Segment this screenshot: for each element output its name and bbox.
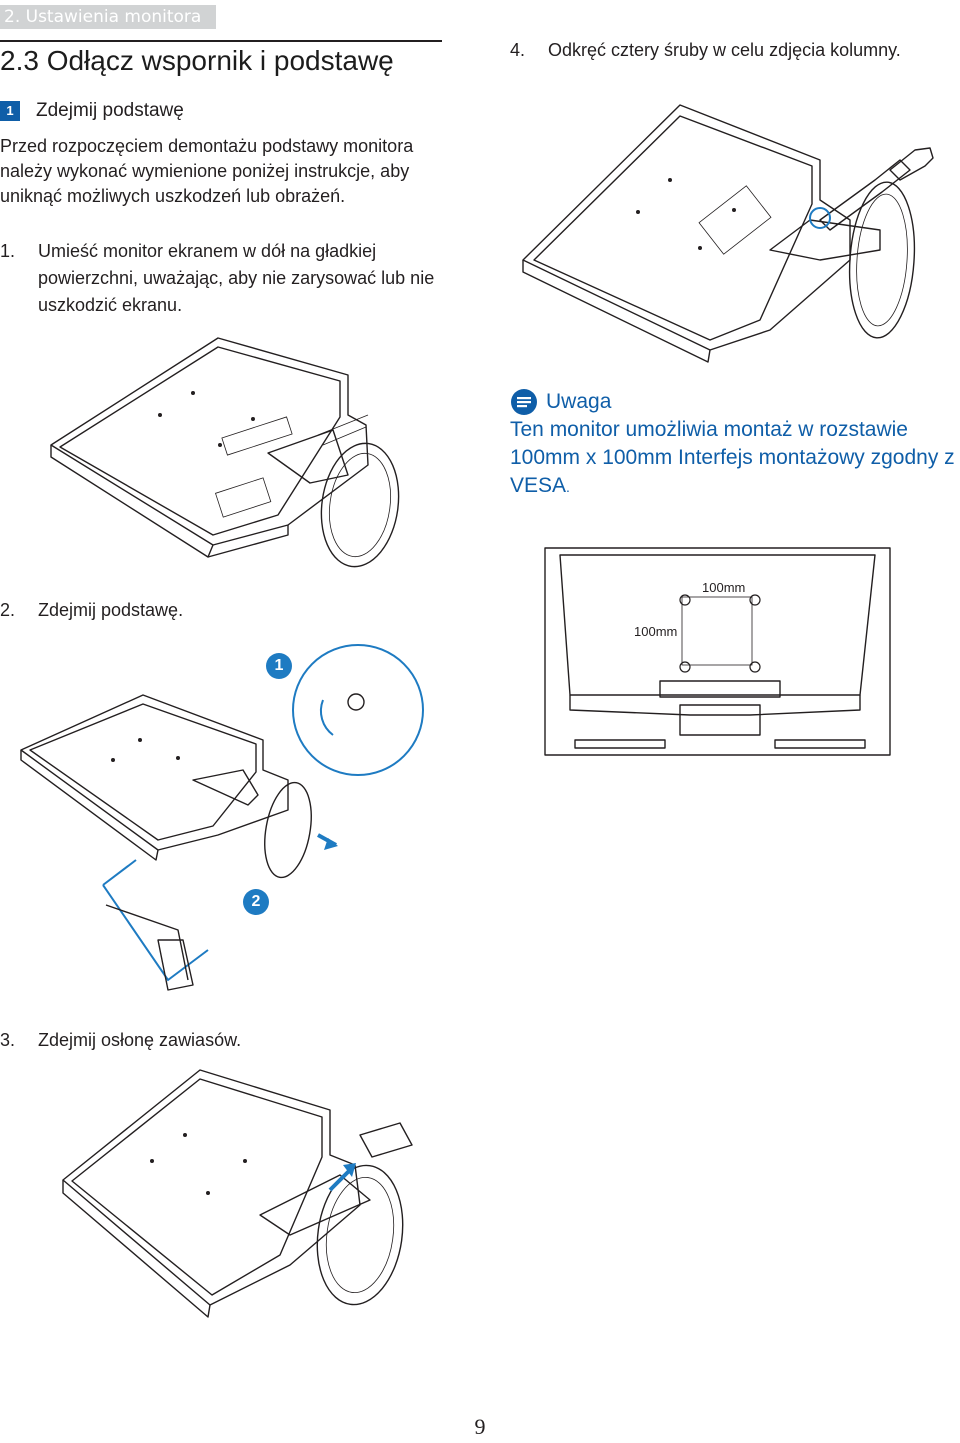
vesa-horizontal-label: 100mm <box>702 580 746 595</box>
step-4-text: Odkręć cztery śruby w celu zdjęcia kolum… <box>548 40 901 60</box>
step-1-text: Umieść monitor ekranem w dół na gładkiej… <box>38 241 435 315</box>
note-period: . <box>566 479 570 495</box>
step-3-text: Zdejmij osłonę zawiasów. <box>38 1030 242 1050</box>
note-icon <box>511 389 537 415</box>
step-2: 2. Zdejmij podstawę. <box>0 596 440 624</box>
step-2-number: 2. <box>0 600 16 620</box>
monitor-facedown-illustration <box>50 337 400 568</box>
remove-hinge-cover-illustration <box>62 1069 413 1318</box>
note-title: Uwaga <box>546 390 612 413</box>
step-1-badge <box>266 653 292 679</box>
step-2-badge-label: 2 <box>251 893 261 910</box>
vesa-vertical-label: 100mm <box>634 624 678 639</box>
step-1: 1. Umieść monitor ekranem w dół na gładk… <box>0 238 440 319</box>
step-1-number: 1. <box>0 241 16 261</box>
step-4: 4. Odkręć cztery śruby w celu zdjęcia ko… <box>510 36 930 65</box>
subsection-heading: 1 Zdejmij podstawę <box>0 98 184 124</box>
subsection-badge: 1 <box>0 101 20 121</box>
subsection-title: Zdejmij podstawę <box>36 100 184 121</box>
unscrew-column-illustration <box>522 104 934 363</box>
step-4-number: 4. <box>510 40 526 60</box>
step-2-badge <box>243 889 269 915</box>
intro-paragraph: Przed rozpoczęciem demontażu podstawy mo… <box>0 136 414 206</box>
vesa-rear-illustration <box>544 547 891 756</box>
step-2-text: Zdejmij podstawę. <box>38 600 184 620</box>
step-1-badge-label: 1 <box>274 657 284 674</box>
step-3: 3. Zdejmij osłonę zawiasów. <box>0 1026 440 1054</box>
note-body-text: Ten monitor umożliwia montaż w rozstawie… <box>510 418 955 497</box>
page-number: 9 <box>474 1414 486 1439</box>
remove-base-illustration <box>20 644 424 991</box>
step-3-number: 3. <box>0 1030 16 1050</box>
note-heading: Uwaga <box>510 388 611 416</box>
section-tab: 2. Ustawienia monitora <box>0 5 216 29</box>
section-title: 2.3 Odłącz wspornik i podstawę <box>0 40 442 78</box>
note-body: Ten monitor umożliwia montaż w rozstawie… <box>510 416 960 501</box>
